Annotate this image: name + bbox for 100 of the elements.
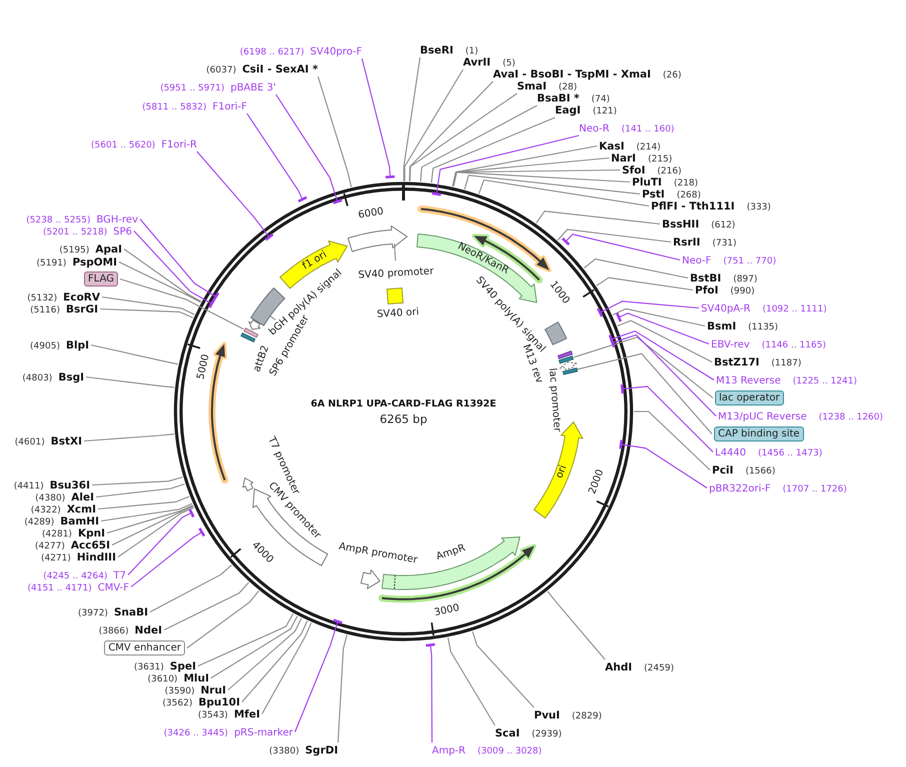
leader-line: [404, 69, 464, 181]
leader-line: [596, 277, 694, 291]
leader-line: [536, 210, 660, 225]
leader-line: [262, 622, 312, 714]
leader-line: [420, 105, 538, 182]
enzyme-site-label: (3562) Bpu10I: [162, 694, 240, 710]
leader-line: [430, 134, 580, 196]
scale-number: 2000: [586, 468, 607, 496]
leader-line: [96, 483, 185, 498]
primer-label: pBR322ori-F (1707 .. 1726): [709, 480, 847, 496]
enzyme-site-label: (4277) Acc65I: [34, 538, 110, 552]
leader-line: [584, 258, 688, 279]
leader-line: [112, 506, 194, 546]
leader-line: [134, 230, 216, 309]
enzyme-site-label: SfoI (216): [622, 162, 682, 178]
leader-line: [337, 634, 348, 743]
leader-line: [616, 312, 710, 345]
enzyme-site-label: (3590) NruI: [164, 682, 226, 698]
leader-line: [86, 376, 174, 388]
leader-line: [92, 476, 183, 486]
primer-label: (5951 .. 5971) pBABE 3': [160, 80, 276, 94]
leader-line: [196, 151, 274, 242]
leader-line: [452, 169, 620, 187]
leader-line: [140, 218, 220, 302]
leader-line: [246, 113, 308, 203]
leader-line: [361, 58, 396, 178]
leader-line: [577, 353, 712, 434]
leader-line: [561, 234, 680, 261]
enzyme-site-label: (3866) NdeI: [98, 622, 162, 638]
leader-line: [634, 410, 710, 470]
leader-line: [294, 618, 344, 732]
leader-line: [620, 383, 714, 452]
leader-line: [124, 248, 202, 302]
leader-line: [130, 527, 206, 588]
enzyme-site-label: AvaI - BsoBI - TspMI - XmaI (26): [493, 66, 682, 82]
leader-line: [408, 81, 494, 182]
leader-line: [452, 145, 598, 186]
leader-line: [447, 638, 496, 726]
primer-label: (5811 .. 5832) F1ori-F: [142, 98, 247, 114]
primer-label: Neo-F (751 .. 770): [682, 252, 776, 268]
primer-label: (5201 .. 5218) SP6: [42, 224, 132, 238]
leader-line: [617, 320, 712, 362]
plasmid-name: 6A NLRP1 UPA-CARD-FLAG R1392E: [310, 398, 496, 410]
enzyme-site-label: AvrII (5): [463, 54, 516, 70]
feature-tag: CMV enhancer: [104, 640, 185, 656]
primer-label: SV40pA-R (1092 .. 1111): [701, 300, 827, 316]
enzyme-site-label: (6037) CsiI - SexAI *: [206, 62, 318, 76]
enzyme-site-label: PvuI (2829): [534, 708, 602, 722]
enzyme-site-label: (4380) AleI: [35, 490, 94, 504]
enzyme-site-label: KasI (214): [599, 138, 661, 154]
enzyme-site-label: ScaI (2939): [495, 726, 562, 740]
leader-line: [403, 57, 421, 181]
enzyme-site-label: (5132) EcoRV: [27, 290, 100, 304]
enzyme-site-label: (5195) ApaI: [59, 242, 122, 256]
leader-line: [409, 93, 518, 182]
enzyme-site-label: SmaI (28): [517, 78, 577, 94]
leader-line: [612, 308, 706, 327]
enzyme-site-label: RsrII (731): [673, 234, 737, 250]
leader-line: [228, 618, 302, 690]
feature-mark: [560, 366, 579, 376]
primer-label: L4440 (1456 .. 1473): [715, 444, 822, 460]
leader-line: [98, 496, 190, 510]
leader-line: [430, 117, 556, 183]
enzyme-site-label: EagI (121): [555, 102, 617, 118]
leader-line: [186, 590, 260, 648]
leader-line: [128, 508, 195, 576]
feature-tag: lac operator: [715, 390, 784, 406]
enzyme-site-label: (4411) Bsu36I: [14, 478, 90, 492]
feature-mark: [242, 326, 260, 340]
leader-line: [150, 564, 232, 612]
enzyme-site-label: NarI (215): [611, 150, 672, 166]
leader-line: [242, 620, 308, 702]
enzyme-site-label: BstBI (897): [690, 270, 758, 286]
scale-number: 3000: [434, 602, 462, 620]
leader-line: [478, 179, 650, 207]
enzyme-site-label: (4289) BamHI: [24, 514, 99, 528]
enzyme-site-label: (4803) BsgI: [22, 370, 84, 384]
primer-label: (5601 .. 5620) F1ori-R: [91, 136, 197, 152]
leader-line: [317, 76, 352, 188]
enzyme-site-label: (3631) SpeI: [134, 658, 196, 674]
enzyme-site-label: AhdI (2459): [605, 660, 674, 674]
leader-line: [472, 631, 534, 708]
enzyme-site-label: BssHII (612): [662, 216, 736, 232]
leader-line: [464, 174, 640, 195]
sequence-length: 6265 bp: [380, 413, 428, 425]
enzyme-site-label: (3543) MfeI: [198, 706, 260, 722]
feature-mark: [557, 354, 576, 366]
enzyme-site-label: PfoI (990): [695, 282, 755, 298]
leader-line: [84, 434, 174, 442]
leader-line: [164, 582, 250, 630]
leader-line: [210, 616, 298, 678]
primer-label: (5238 .. 5255) BGH-rev: [26, 212, 138, 226]
enzyme-site-label: BsmI (1135): [707, 318, 778, 334]
enzyme-site-label: (4271) HindIII: [40, 550, 116, 564]
leader-line: [619, 438, 708, 488]
enzyme-site-label: BsaBI * (74): [537, 90, 610, 106]
leader-line: [100, 308, 194, 318]
leader-line: [100, 503, 192, 522]
leader-line: [276, 94, 344, 204]
leader-line: [610, 334, 716, 416]
